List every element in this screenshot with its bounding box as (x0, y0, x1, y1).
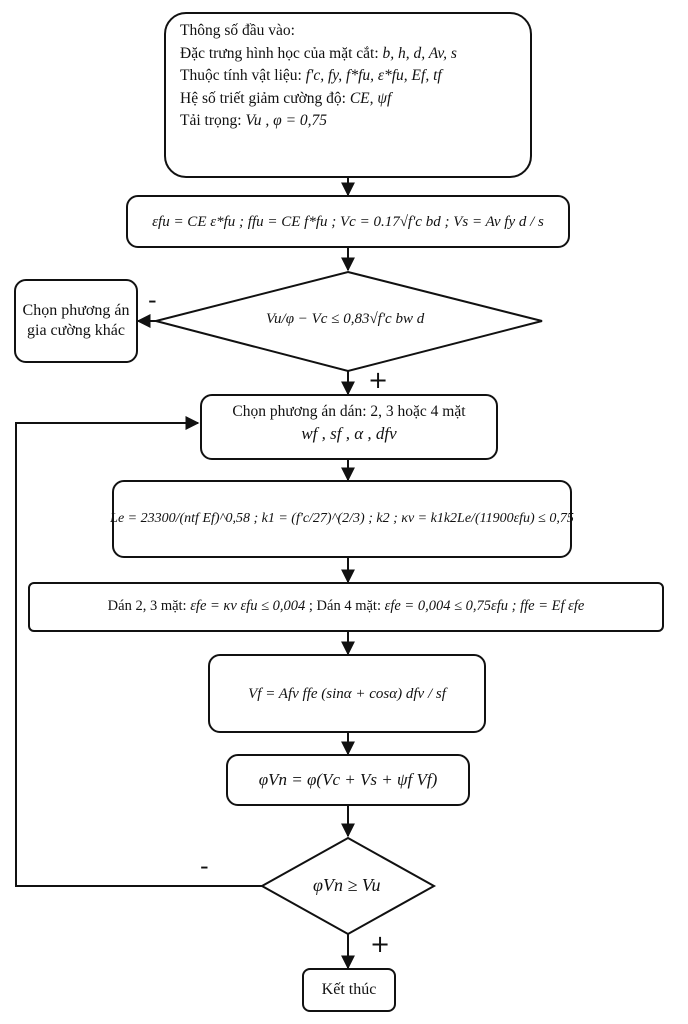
input-title: Thông số đầu vào: (180, 22, 295, 39)
step6-box: φVn = φ(Vc + Vs + ψf Vf) (226, 754, 470, 806)
step2-vars: wf , sf , α , dfv (301, 423, 397, 443)
decision1-yes-sign: + (368, 366, 389, 394)
red-vars: CE, ψf (349, 89, 392, 107)
decision1-no-sign: - (148, 286, 157, 314)
step6-formula: φVn = φ(Vc + Vs + ψf Vf) (258, 769, 438, 789)
load-vars: Vu , φ = 0,75 (245, 112, 328, 130)
mat-label: Thuộc tính vật liệu: (180, 67, 302, 85)
end-text: Kết thúc (321, 981, 377, 998)
alt-text: Chọn phương án gia cường khác (22, 302, 130, 339)
step3-formula: Le = 23300/(ntf Ef)^0,58 ; k1 = (f'c/27)… (110, 510, 574, 526)
loop-back-line (15, 416, 262, 887)
red-label: Hệ số triết giảm cường độ: (180, 89, 346, 107)
step4-part1-label: Dán 2, 3 mặt: (107, 598, 187, 615)
decision2-no-sign: - (200, 852, 209, 880)
decision2-yes-sign: + (370, 930, 391, 958)
alt-box: Chọn phương án gia cường khác (14, 279, 138, 363)
input-box: Thông số đầu vào: Đặc trưng hình học của… (164, 12, 532, 178)
load-label: Tải trọng: (180, 112, 242, 130)
step4-box: Dán 2, 3 mặt: εfe = κv εfu ≤ 0,004 ; Dán… (28, 582, 664, 632)
step4-part1-formula: εfe = κv εfu ≤ 0,004 (190, 598, 306, 615)
step2-box: Chọn phương án dán: 2, 3 hoặc 4 mặt wf ,… (200, 394, 498, 460)
step1-box: εfu = CE ε*fu ; ffu = CE f*fu ; Vc = 0.1… (126, 195, 570, 248)
step4-part2-label: ; Dán 4 mặt: (308, 598, 381, 615)
step1-formula: εfu = CE ε*fu ; ffu = CE f*fu ; Vc = 0.1… (152, 213, 544, 230)
step4-part2-formula: εfe = 0,004 ≤ 0,75εfu (384, 598, 509, 615)
geom-vars: b, h, d, Av, s (382, 44, 457, 62)
decision2-formula: φVn ≥ Vu (313, 875, 381, 895)
step5-formula: Vf = Afv ffe (sinα + cosα) dfv / sf (248, 685, 446, 702)
geom-label: Đặc trưng hình học của mặt cắt: (180, 44, 379, 62)
step3-box: Le = 23300/(ntf Ef)^0,58 ; k1 = (f'c/27)… (110, 480, 574, 558)
step5-box: Vf = Afv ffe (sinα + cosα) dfv / sf (208, 654, 486, 733)
end-box: Kết thúc (302, 968, 396, 1012)
decision1-formula: Vu/φ − Vc ≤ 0,83√f'c bw d (266, 311, 425, 327)
step4-part3-formula: ; ffe = Ef εfe (511, 598, 585, 615)
step2-title: Chọn phương án dán: 2, 3 hoặc 4 mặt (232, 403, 466, 420)
mat-vars: f'c, fy, f*fu, ε*fu, Ef, tf (305, 67, 442, 85)
